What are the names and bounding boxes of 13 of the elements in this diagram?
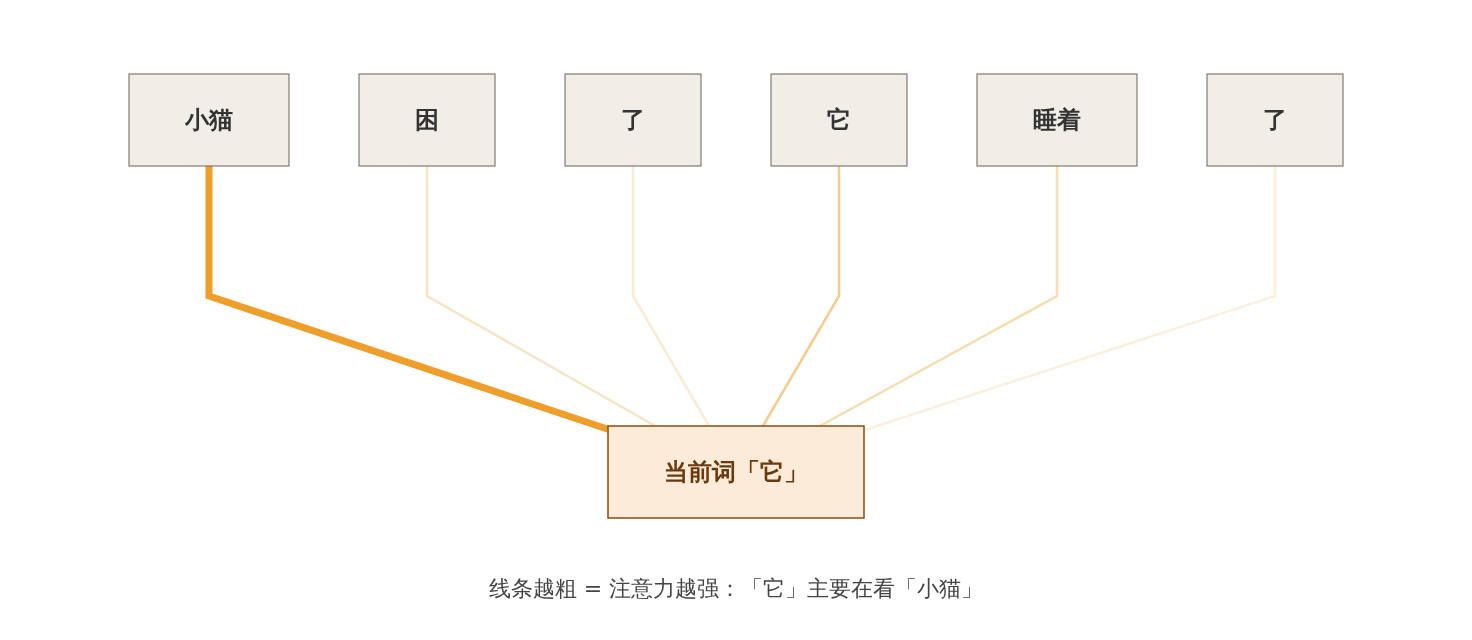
connector (205, 166, 610, 433)
caption: 线条越粗 = 注意力越强：「它」主要在看「小猫」 (488, 575, 984, 603)
node-box: 困 (358, 73, 496, 167)
connector (819, 166, 1059, 428)
node-box: 它 (770, 73, 908, 167)
connector (425, 166, 656, 428)
node-box: 睡着 (976, 73, 1138, 167)
connector (761, 166, 841, 427)
connector (631, 166, 711, 427)
node-box: 小猫 (128, 73, 290, 167)
node-box: 了 (564, 73, 702, 167)
node-box: 了 (1206, 73, 1344, 167)
node-box: 当前词「它」 (607, 425, 865, 519)
